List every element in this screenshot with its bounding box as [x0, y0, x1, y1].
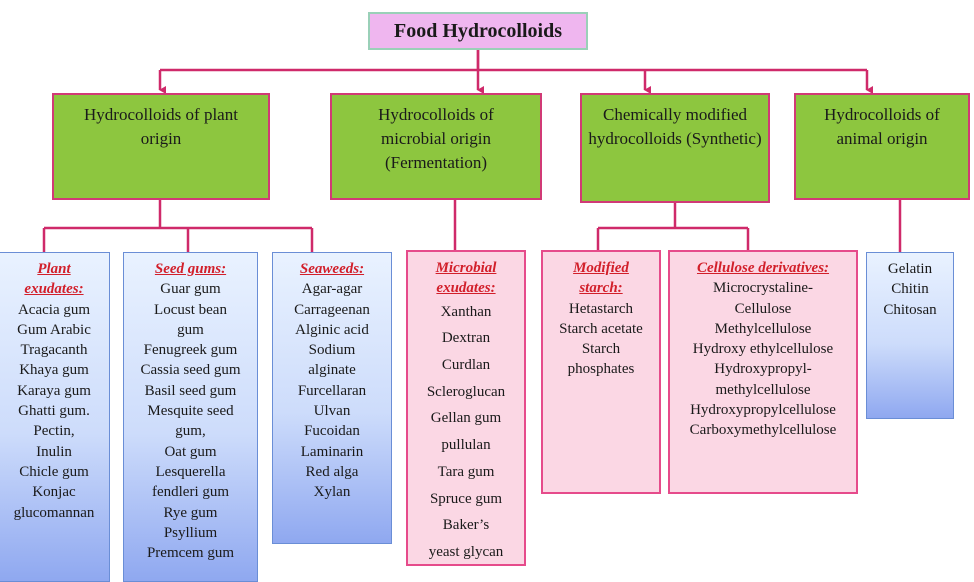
list-item: Methylcellulose: [714, 320, 812, 337]
group-heading: Microbial: [435, 260, 497, 276]
group-heading: Seaweeds:: [299, 261, 365, 277]
list-item: Starch: [581, 341, 621, 358]
list-item: gum,: [175, 423, 206, 440]
category-plant-origin: Hydrocolloids of plant origin: [52, 93, 270, 200]
category-label: Hydrocolloids of microbial origin (Ferme…: [378, 105, 494, 172]
list-item: methylcellulose: [715, 381, 811, 398]
diagram-title-text: Food Hydrocolloids: [394, 19, 562, 42]
group-heading: Cellulose derivatives:: [696, 260, 830, 276]
group-heading: Modified: [573, 260, 629, 276]
list-item: Ghatti gum.: [18, 403, 90, 420]
list-item: Cellulose: [734, 300, 792, 317]
list-item: Furcellaran: [297, 382, 367, 399]
list-item: Gellan gum: [430, 410, 502, 427]
list-item: Hydroxy ethylcellulose: [692, 341, 834, 358]
list-item: Curdlan: [441, 357, 491, 373]
list-item: Cassia seed gum: [140, 362, 241, 379]
list-item: Guar gum: [160, 281, 221, 298]
list-item: Carboxymethylcellulose: [689, 422, 837, 439]
list-item: Ulvan: [313, 403, 351, 420]
list-item: phosphates: [567, 361, 635, 378]
list-item: Gelatin: [887, 261, 933, 277]
category-label: Hydrocolloids of plant origin: [84, 105, 238, 148]
group-heading: Plant: [37, 261, 71, 277]
list-item: Inulin: [36, 443, 72, 460]
list-item: Hydroxypropyl-: [714, 361, 812, 378]
list-item: Hydroxypropylcellulose: [690, 402, 836, 419]
list-item: Gum Arabic: [17, 321, 91, 338]
list-item: Locust bean: [154, 301, 227, 318]
list-item: Spruce gum: [429, 490, 503, 507]
category-animal-origin: Hydrocolloids of animal origin: [794, 93, 970, 200]
list-item: Acacia gum: [17, 301, 91, 318]
list-item: Chitosan: [883, 301, 937, 318]
list-item: Chitin: [891, 281, 929, 298]
list-item: Scleroglucan: [426, 383, 506, 400]
list-item: Baker’s: [442, 517, 490, 534]
list-item: Mesquite seed: [147, 403, 234, 420]
group-heading: exudates:: [436, 280, 496, 297]
list-item: fendleri gum: [151, 484, 230, 501]
list-item: glucomannan: [13, 504, 95, 521]
list-item: Hetastarch: [568, 300, 634, 317]
category-microbial-origin: Hydrocolloids of microbial origin (Ferme…: [330, 93, 542, 200]
list-item: pullulan: [441, 437, 491, 454]
group-heading: exudates:: [24, 281, 84, 298]
list-item: Oat gum: [164, 443, 217, 460]
list-item: Khaya gum: [19, 362, 89, 379]
list-item: yeast glycan: [428, 543, 504, 560]
list-item: Basil seed gum: [144, 382, 237, 399]
list-item: Lesquerella: [155, 463, 226, 480]
list-item: Agar-agar: [301, 281, 363, 298]
list-item: Sodium: [308, 342, 356, 359]
diagram-title: Food Hydrocolloids: [368, 12, 588, 50]
list-item: Konjac: [32, 484, 76, 501]
list-item: Red alga: [305, 463, 359, 480]
list-item: Tara gum: [437, 463, 495, 480]
list-item: Dextran: [441, 330, 491, 347]
category-label: Chemically modified hydrocolloids (Synth…: [588, 105, 762, 148]
list-item: gum: [177, 321, 204, 338]
list-item: Xanthan: [440, 303, 492, 320]
list-item: Alginic acid: [295, 321, 369, 338]
list-item: Karaya gum: [17, 382, 91, 399]
list-item: Laminarin: [300, 443, 364, 460]
list-item: Pectin,: [33, 423, 75, 440]
list-item: Premcem gum: [146, 545, 235, 562]
category-chemically-modified: Chemically modified hydrocolloids (Synth…: [580, 93, 770, 203]
list-item: Microcrystaline-: [713, 280, 813, 297]
list-item: Fucoidan: [304, 423, 360, 440]
list-item: Tragacanth: [20, 342, 88, 359]
group-heading: starch:: [579, 280, 623, 297]
group-cellulose-derivatives: Cellulose derivatives: Microcrystaline- Ce…: [668, 250, 858, 494]
list-item: Xylan: [313, 484, 351, 501]
group-heading: Seed gums:: [154, 261, 227, 277]
list-item: Fenugreek gum: [143, 342, 238, 359]
list-item: Carrageenan: [294, 301, 370, 318]
list-item: Rye gum: [163, 504, 218, 521]
list-item: Psyllium: [163, 524, 218, 541]
list-item: alginate: [308, 362, 356, 379]
category-label: Hydrocolloids of animal origin: [824, 105, 940, 148]
list-item: Starch acetate: [559, 320, 643, 337]
list-item: Chicle gum: [19, 463, 89, 480]
